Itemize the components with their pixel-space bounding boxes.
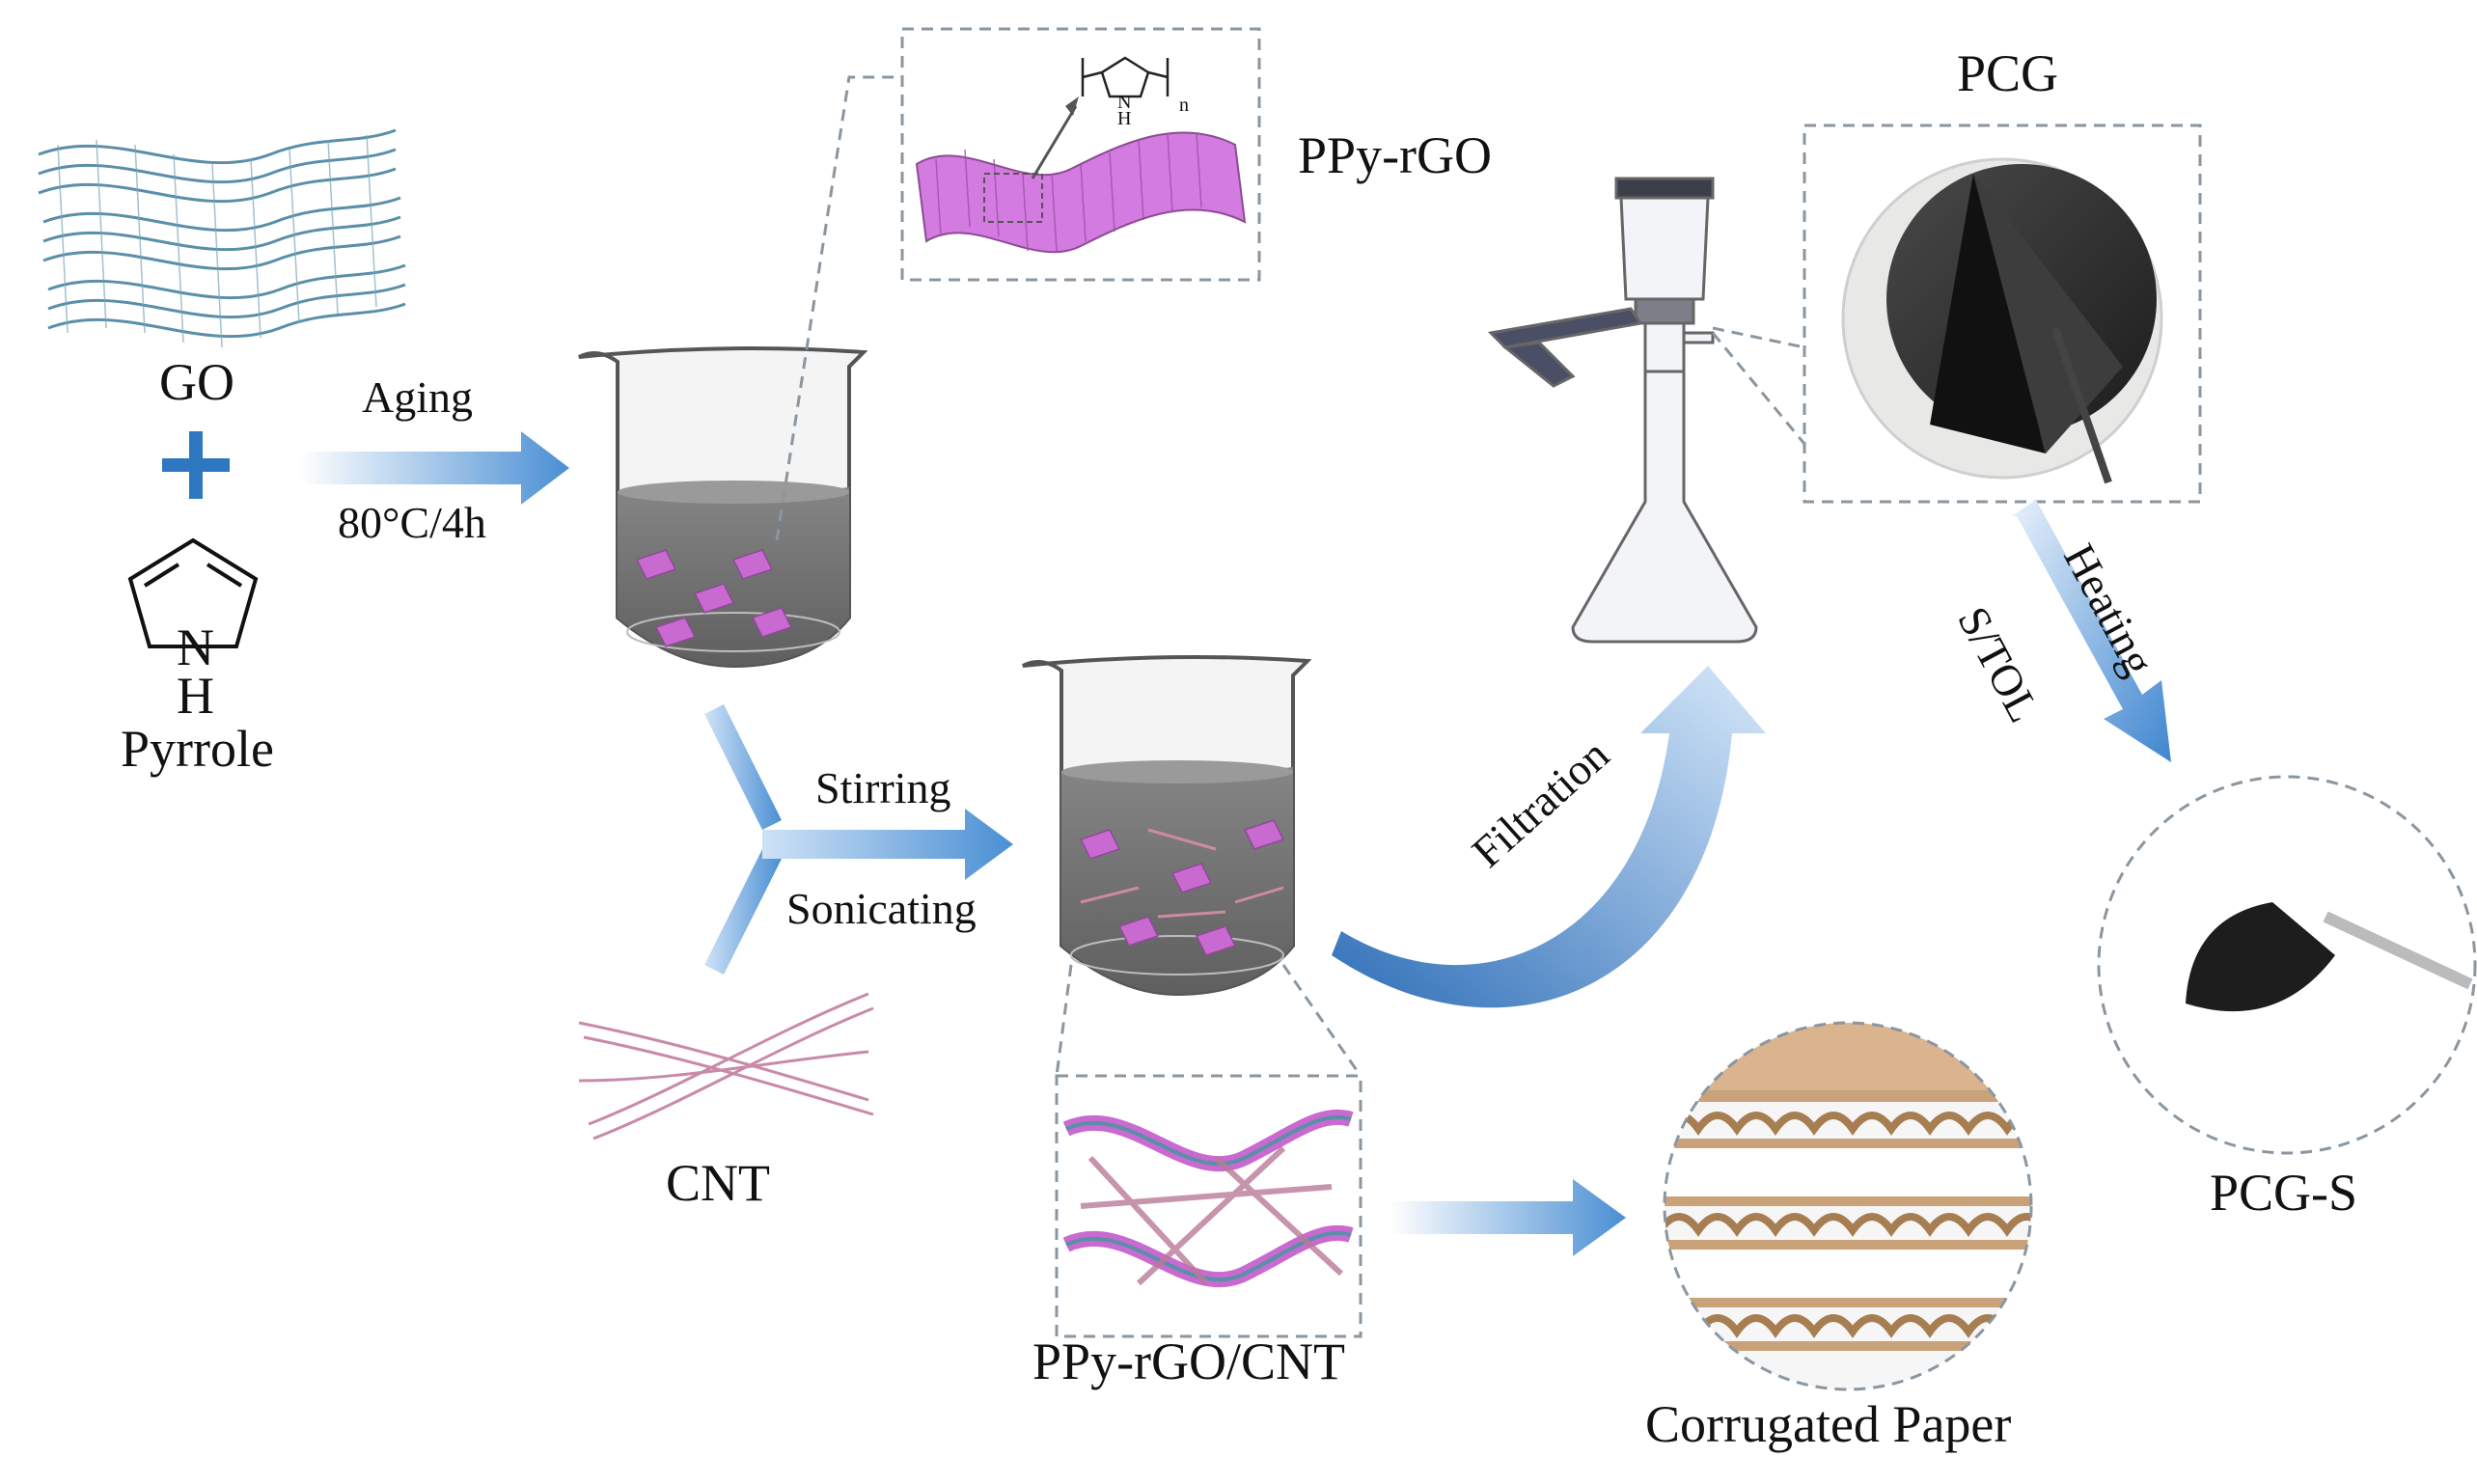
pcg-s-photo: [2099, 777, 2475, 1153]
beaker-1: [578, 346, 868, 669]
ppy-rgo-sheet: [915, 96, 1247, 254]
ppy-subscript: n: [1179, 95, 1189, 116]
ppy-n-label: N: [1117, 92, 1132, 113]
sonicating-label: Sonicating: [786, 884, 977, 933]
heating-arrow: [2012, 500, 2171, 762]
dashed-leader-1: [775, 75, 902, 541]
filtration-apparatus: [1487, 177, 1758, 644]
ppy-rgo-label: PPy-rGO: [1298, 126, 1493, 184]
ppy-rgo-cnt-label: PPy-rGO/CNT: [1032, 1333, 1346, 1390]
pyrrole-nh-h: H: [177, 667, 214, 725]
stirring-label: Stirring: [815, 763, 951, 812]
arrow-to-corrugated: [1390, 1179, 1626, 1256]
filtration-arrow: [1332, 666, 1766, 1008]
go-sheet-mesh: [57, 134, 377, 348]
ppy-flakes-beaker-1: [635, 549, 793, 647]
plus-icon: [162, 431, 230, 499]
ppy-rgo-cnt-composite: [1062, 1109, 1354, 1288]
pcg-label: PCG: [1957, 44, 2059, 102]
cnt-label: CNT: [666, 1154, 770, 1212]
cnt-bundle: [578, 992, 874, 1140]
corrugated-paper-label: Corrugated Paper: [1645, 1395, 2012, 1453]
cnt-in-beaker-2: [1080, 828, 1284, 919]
dashed-leader-4: [1711, 332, 1806, 445]
dashed-leader-3: [1712, 326, 1805, 349]
aging-arrow: [299, 431, 569, 505]
branch-arrow: [704, 704, 1013, 975]
pcg-s-frame: [2097, 775, 2477, 1155]
go-label: GO: [159, 353, 234, 411]
pcg-s-label: PCG-S: [2210, 1164, 2358, 1222]
ppy-h-label: H: [1117, 108, 1132, 129]
ppy-flakes-beaker-2: [1079, 819, 1285, 956]
dashed-leader-2b: [1281, 964, 1362, 1077]
ppy-structure: [1081, 56, 1170, 98]
pyrrole-nh-n: N: [177, 618, 214, 676]
pyrrole-structure: [127, 537, 259, 648]
pcg-photo: [1841, 157, 2163, 484]
aging-label: Aging: [362, 372, 473, 422]
pyrrole-label: Pyrrole: [121, 720, 274, 778]
go-sheets: [38, 128, 406, 339]
corrugated-paper-frame: [1663, 1021, 2033, 1391]
dashed-leader-2a: [1055, 964, 1073, 1077]
aging-condition-label: 80°C/4h: [338, 498, 486, 547]
